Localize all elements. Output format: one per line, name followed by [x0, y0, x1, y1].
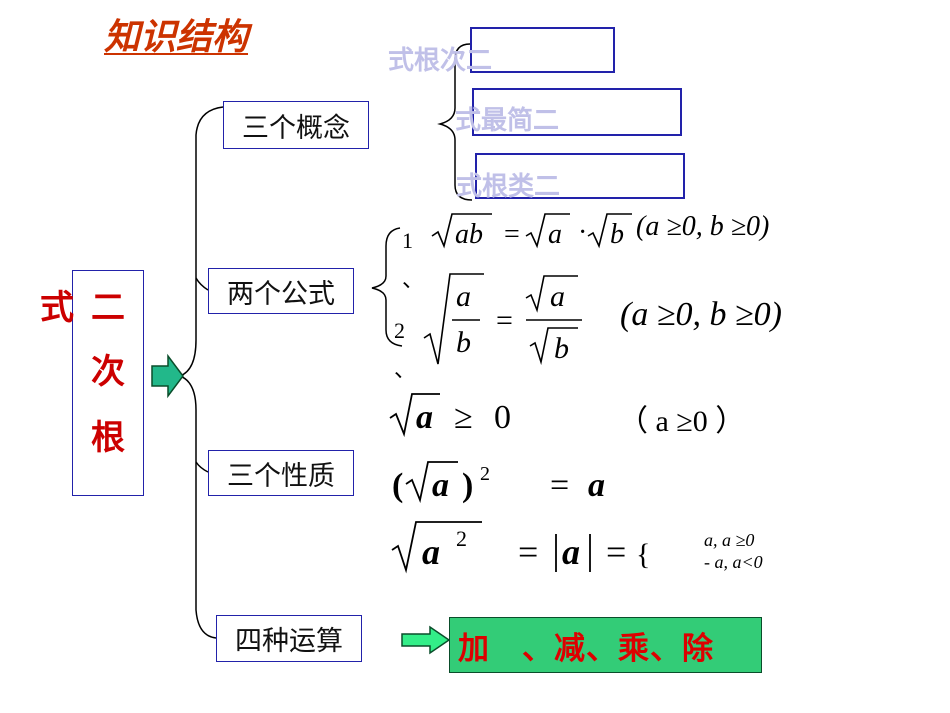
svg-text:=: = [606, 532, 626, 572]
root-char-1: 式 [40, 288, 74, 328]
svg-text:a: a [432, 467, 449, 504]
concept-box-1 [470, 27, 615, 73]
svg-text:b: b [456, 326, 471, 359]
concept-box-2 [472, 88, 682, 136]
svg-text:b: b [554, 332, 569, 365]
svg-text:=: = [496, 304, 513, 337]
svg-text:=: = [550, 467, 569, 504]
svg-text:a: a [422, 532, 440, 572]
svg-text:≥: ≥ [454, 399, 473, 436]
svg-text:a: a [456, 280, 471, 313]
branch-properties: 三个性质 [208, 450, 354, 496]
concept-text-2: 式最简二 [455, 106, 560, 136]
branch-operations: 四种运算 [216, 615, 362, 662]
property-2-expression: ( a ) 2 = a [392, 461, 605, 504]
branch-formulas: 两个公式 [208, 268, 354, 314]
branch-concepts: 三个概念 [223, 101, 369, 149]
svg-text:): ) [462, 467, 473, 504]
property-1-condition: （ a ≥0 ） [618, 405, 746, 438]
svg-text:a: a [562, 532, 580, 572]
concept-text-3: 式根类二 [456, 172, 561, 202]
formula-2-separator: 、 [394, 357, 417, 382]
svg-text:0: 0 [494, 399, 511, 436]
main-brace [177, 106, 224, 639]
formula-1-condition: (a ≥0, b ≥0) [636, 211, 770, 242]
operations-arrow-icon [401, 625, 451, 655]
svg-text:2: 2 [456, 526, 467, 551]
operations-box: 加 、减、乘、除 [449, 617, 762, 673]
svg-text:a: a [588, 467, 605, 504]
svg-text:a: a [550, 280, 565, 313]
property-3-expression: a 2 = a = { [391, 521, 650, 574]
svg-text:b: b [610, 219, 624, 250]
formula-2-number: 2 [394, 318, 405, 343]
formula-1-number: 1 [402, 228, 413, 253]
root-char-4: 根 [91, 418, 125, 458]
root-char-2: 二 [91, 288, 125, 328]
formulas-brace [371, 227, 403, 347]
svg-text:=: = [518, 532, 538, 572]
formula-1-expression: ab = a · b [431, 213, 632, 250]
property-3-case-2: - a, a<0 [704, 552, 763, 572]
brace-branch-properties [195, 461, 209, 473]
concepts-brace [437, 43, 473, 201]
root-arrow-icon [151, 353, 184, 399]
svg-text:2: 2 [480, 463, 490, 485]
svg-text:ab: ab [455, 219, 483, 250]
formula-2-condition: (a ≥0, b ≥0) [620, 296, 782, 333]
concept-box-3 [475, 153, 685, 199]
svg-text:a: a [416, 399, 433, 436]
root-char-3: 次 [91, 352, 125, 392]
svg-text:a: a [548, 219, 562, 250]
root-box: 式 二 次 根 [40, 270, 144, 496]
property-3-case-1: a, a ≥0 [704, 530, 755, 550]
formula-1-separator: 、 [402, 267, 425, 292]
property-1-expression: a ≥ 0 [389, 393, 511, 438]
page-title: 知识结构 [104, 16, 249, 58]
svg-text:·: · [578, 217, 587, 248]
svg-text:{: { [636, 538, 650, 571]
concept-text-1: 式根次二 [388, 46, 493, 76]
svg-text:=: = [504, 219, 520, 250]
formula-2-expression: a b = a b [423, 273, 582, 366]
svg-text:(: ( [392, 467, 403, 504]
brace-branch-formulas [195, 277, 209, 291]
